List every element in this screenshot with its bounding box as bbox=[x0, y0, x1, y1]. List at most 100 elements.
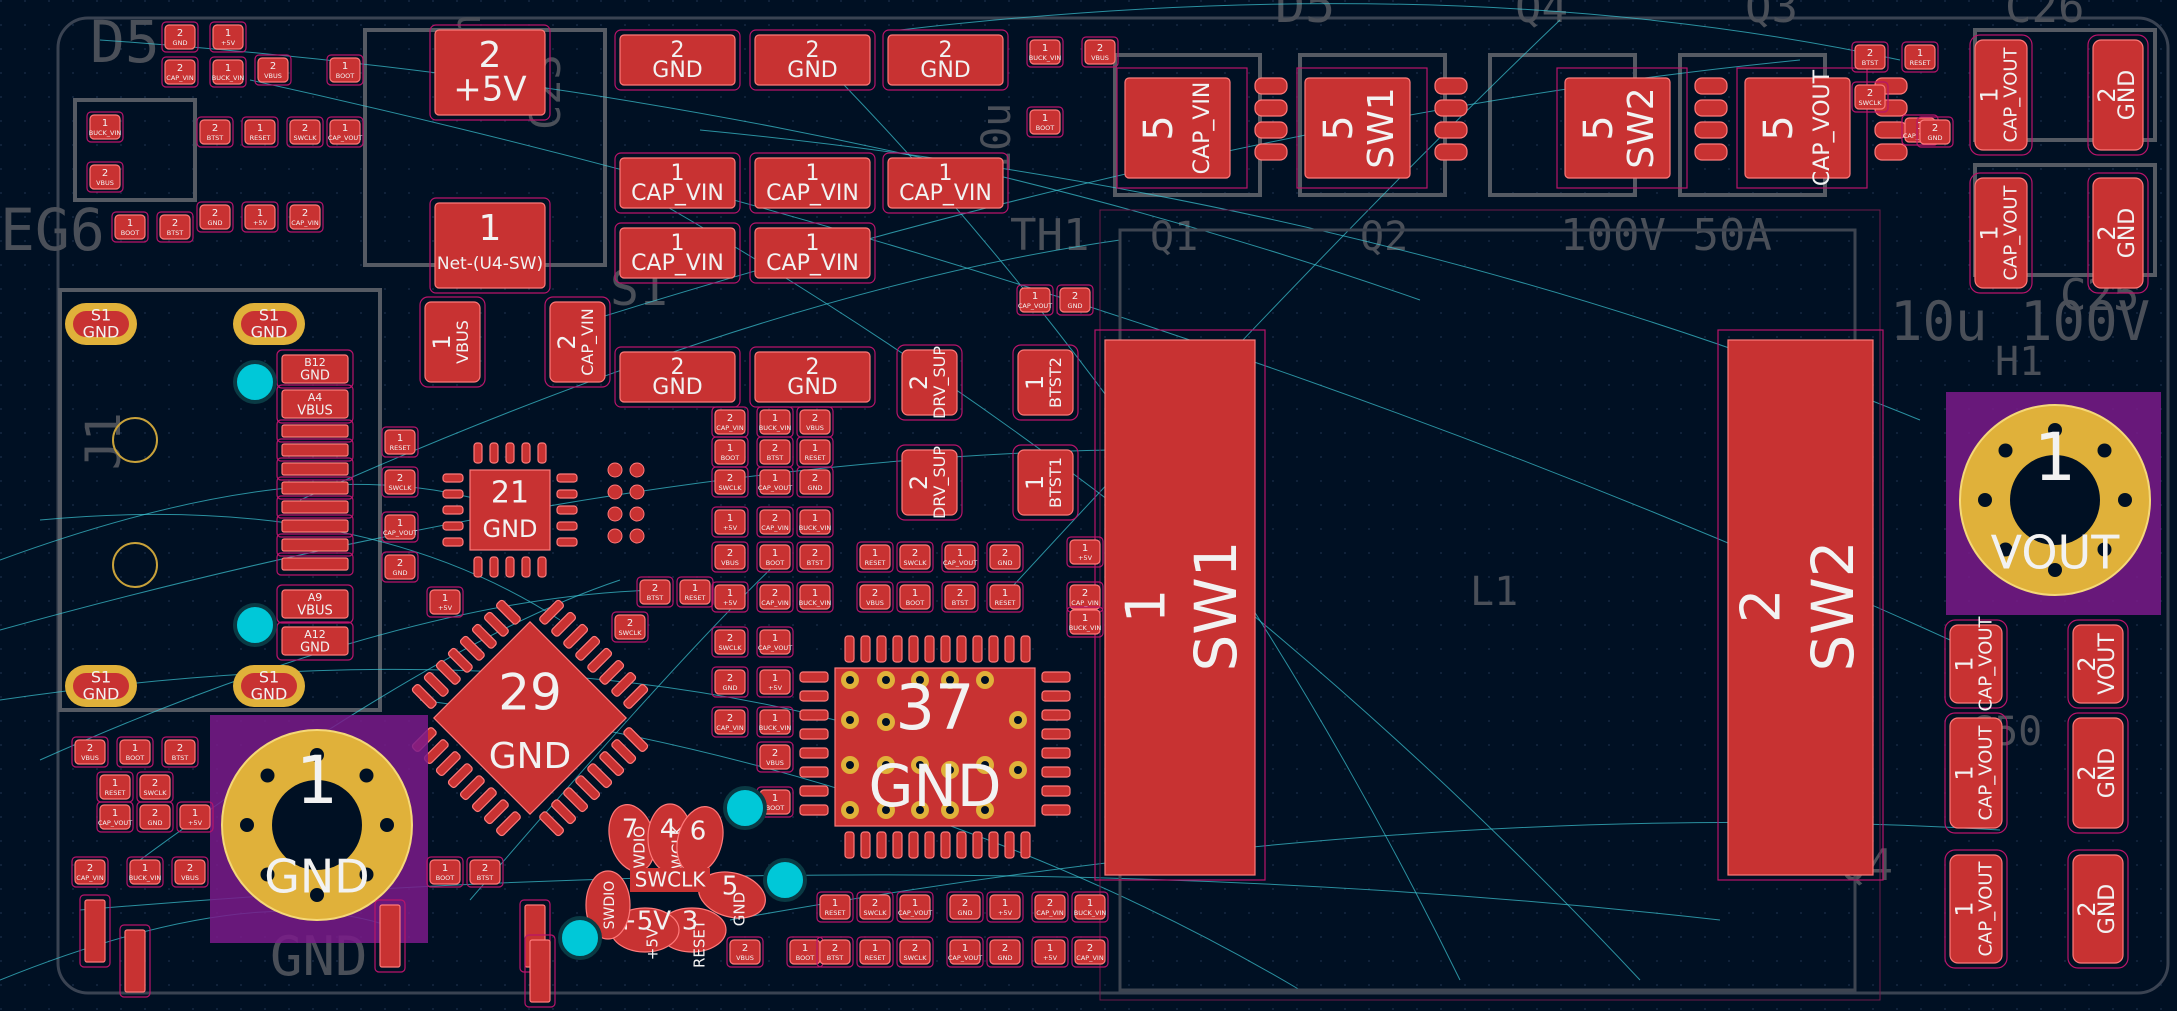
pad-sw1[interactable]: 1 SW1 bbox=[1094, 329, 1266, 881]
passive-component[interactable]: 1+5V bbox=[711, 581, 749, 613]
mounting-hole-vout[interactable]: 1 VOUT bbox=[1946, 392, 2161, 615]
usb-pin[interactable] bbox=[276, 419, 354, 443]
passive-component[interactable]: 1+5V bbox=[241, 201, 279, 233]
via[interactable] bbox=[558, 916, 602, 960]
usb-pin[interactable] bbox=[276, 533, 354, 557]
via-small[interactable] bbox=[629, 528, 645, 544]
via[interactable] bbox=[763, 858, 807, 902]
passive-component[interactable]: 1+5V bbox=[176, 801, 214, 833]
usb-pin[interactable] bbox=[276, 552, 354, 576]
edge-pad[interactable] bbox=[524, 934, 556, 1008]
via-small[interactable] bbox=[607, 484, 623, 500]
via-small[interactable] bbox=[629, 506, 645, 522]
passive-component[interactable]: 1+5V bbox=[711, 506, 749, 538]
usb-pin[interactable] bbox=[276, 457, 354, 481]
usb-pin[interactable] bbox=[276, 495, 354, 519]
ic-qfn-37[interactable]: 37 GND bbox=[799, 635, 1071, 859]
pad-sw2[interactable]: 2 SW2 bbox=[1717, 329, 1884, 881]
passive-component[interactable]: 1+5V bbox=[1066, 536, 1104, 568]
passive-component[interactable]: 1+5V bbox=[986, 891, 1024, 923]
pad--5v[interactable]: 2+5V bbox=[429, 24, 551, 121]
swd-pin[interactable]: 6 bbox=[670, 801, 730, 878]
passive-component[interactable]: 1+5V bbox=[209, 21, 247, 53]
edge-pad[interactable] bbox=[119, 924, 151, 998]
